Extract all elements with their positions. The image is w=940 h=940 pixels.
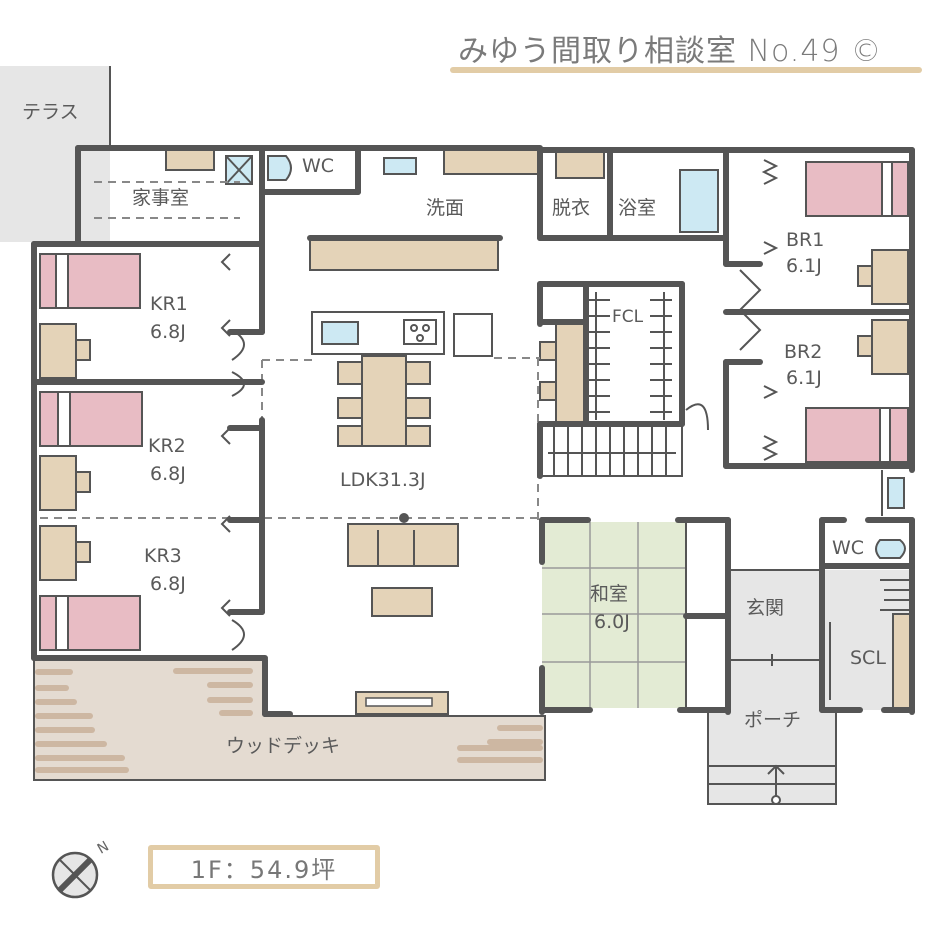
label-kr3-size: 6.8J [150,573,186,595]
scl-shelf [892,613,912,709]
porch-area [707,707,837,805]
label-dressing: 脱衣 [552,197,591,219]
label-japanese-room-name: 和室 [590,583,629,605]
label-wc-east: WC [832,537,865,559]
label-kr3-name: KR3 [144,545,182,567]
page-title: みゆう間取り相談室 No.49 © [458,34,883,69]
stairs [539,425,683,477]
bed-pillow-stripes [55,161,893,651]
label-kr2-size: 6.8J [150,463,186,485]
terrace-area [0,66,110,242]
japanese-room-tatami [542,522,686,708]
label-br1-name: BR1 [786,229,825,251]
floor-area-label: 1F：54.9坪 [148,845,380,889]
floor-area-text: 1F：54.9坪 [190,855,338,884]
label-wc-north: WC [302,155,335,177]
label-family-closet: FCL [612,307,644,327]
label-br2-name: BR2 [784,341,823,363]
wood-deck [33,657,546,781]
label-terrace: テラス [22,101,79,123]
entrance-floor [730,570,822,710]
label-shoe-closet: SCL [850,647,886,669]
desks [39,249,909,581]
label-kr2-name: KR2 [148,435,186,457]
label-wood-deck: ウッドデッキ [226,735,341,757]
label-bathroom: 浴室 [618,197,657,219]
fcl-hangers [588,292,672,420]
label-br2-size: 6.1J [786,367,822,389]
label-utility-room: 家事室 [132,187,190,209]
title-underline [450,67,922,73]
north-compass-icon [51,851,99,899]
label-entrance: 玄関 [746,597,785,619]
label-washroom: 洗面 [426,197,465,219]
kitchen-counter [311,311,493,357]
label-japanese-room-size: 6.0J [594,611,630,633]
counters [165,147,605,715]
label-br1-size: 6.1J [786,255,822,277]
label-kr1-size: 6.8J [150,321,186,343]
label-kr1-name: KR1 [150,293,188,315]
label-ldk: LDK31.3J [340,469,426,491]
walls [31,145,915,717]
label-porch: ポーチ [744,709,802,731]
